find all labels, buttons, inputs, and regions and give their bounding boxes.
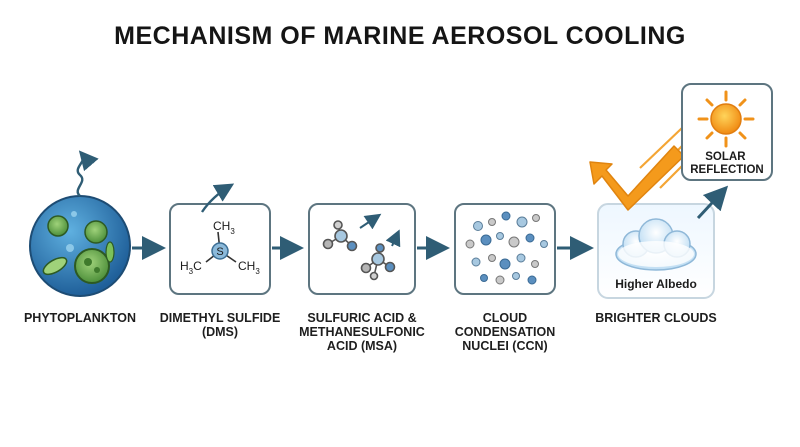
stage-label-clouds: BRIGHTER CLOUDS — [595, 311, 717, 325]
page-title: MECHANISM OF MARINE AEROSOL COOLING — [114, 22, 686, 50]
sulfur-atom — [211, 242, 229, 260]
solar-reflection-arrow — [589, 145, 685, 211]
acid-reaction-arrow-2 — [385, 229, 401, 248]
svg-text:H3C: H3C — [180, 259, 202, 276]
acid-box — [308, 203, 416, 295]
phytoplankton-icon — [29, 195, 131, 297]
dms-rising-arrow — [201, 183, 235, 213]
stage-label-acid: SULFURIC ACID & METHANESULFONIC ACID (MS… — [299, 311, 425, 353]
svg-text:CH3: CH3 — [213, 219, 235, 236]
sun-icon — [697, 90, 755, 148]
cloud-icon — [615, 218, 697, 271]
cloud-caption: Higher Albedo — [615, 277, 697, 291]
svg-text:CH3: CH3 — [238, 259, 260, 276]
dms-molecule: S CH3 H3C CH3 — [180, 219, 260, 276]
stage-label-ccn: CLOUD CONDENSATION NUCLEI (CCN) — [454, 311, 556, 353]
solar-reflection-label: SOLAR REFLECTION — [690, 151, 763, 176]
methyl-right-label: CH — [238, 259, 255, 273]
stage-label-dms: DIMETHYL SULFIDE (DMS) — [159, 311, 281, 339]
acid-reaction-arrow-1 — [359, 213, 382, 230]
sulfur-label: S — [216, 246, 223, 258]
methyl-top-label: CH — [213, 219, 230, 233]
stage-label-phytoplankton: PHYTOPLANKTON — [23, 311, 137, 325]
dms-release-wavy-arrow — [76, 150, 99, 197]
methyl-left-h: H — [180, 259, 189, 273]
reflection-to-space-arrow — [696, 185, 729, 220]
acid-molecules-icon — [322, 220, 396, 281]
ccn-particles-icon — [465, 211, 548, 285]
